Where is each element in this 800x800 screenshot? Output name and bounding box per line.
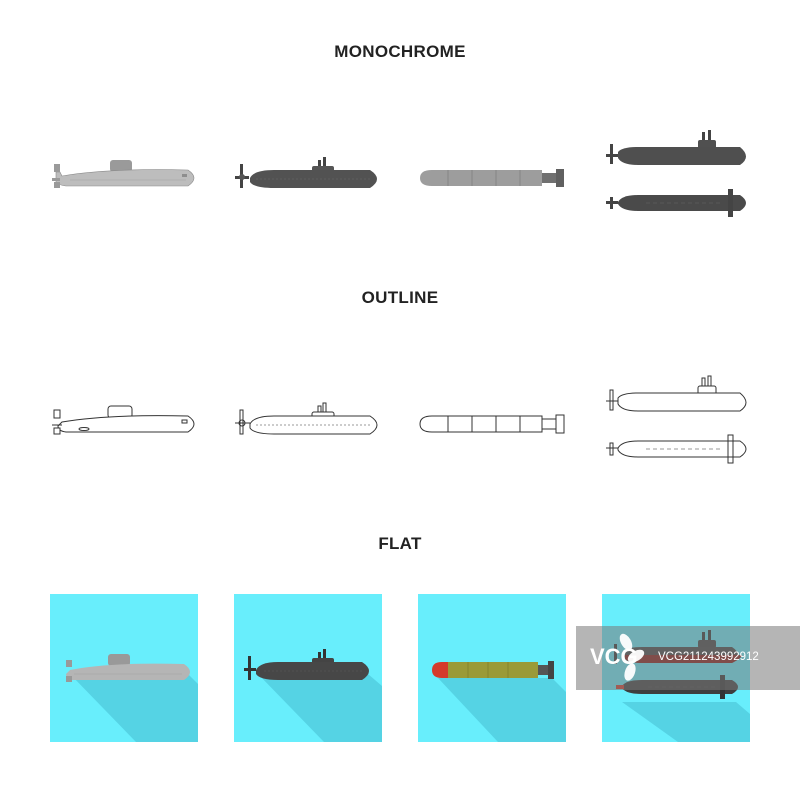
monochrome-submarine-icon <box>50 102 198 250</box>
outline-nuclear-submarine-icon <box>234 348 382 496</box>
section-title-outline: OUTLINE <box>361 288 439 307</box>
monochrome-nuclear-submarine-icon <box>234 102 382 250</box>
flat-torpedo-icon <box>418 594 566 742</box>
section-title-monochrome: MONOCHROME <box>334 42 466 61</box>
monochrome-submarine-pair-icon <box>602 102 750 250</box>
vcg-logo-icon <box>619 633 645 681</box>
outline-torpedo-icon <box>418 348 566 496</box>
flat-nuclear-submarine-icon <box>234 594 382 742</box>
watermark-banner: VCG VCG211243992912 <box>576 626 800 690</box>
outline-submarine-icon <box>50 348 198 496</box>
outline-submarine-pair-icon <box>602 348 750 496</box>
monochrome-torpedo-icon <box>418 102 566 250</box>
watermark-id: VCG211243992912 <box>658 651 759 663</box>
section-title-flat: FLAT <box>378 534 422 553</box>
watermark-brand: VCG <box>590 644 638 669</box>
flat-submarine-icon <box>50 594 198 742</box>
